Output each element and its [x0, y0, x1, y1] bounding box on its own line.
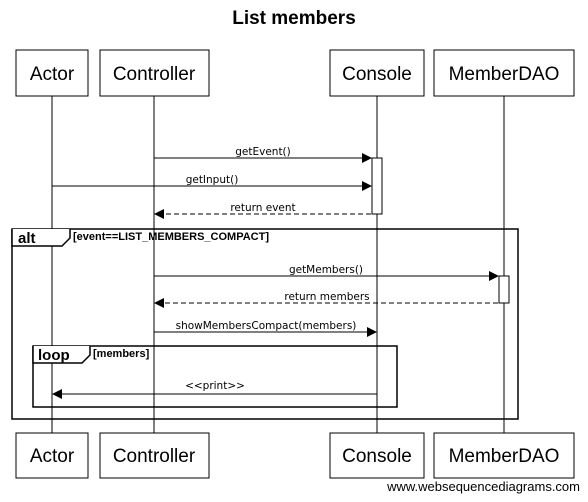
- diagram-title: List members: [232, 8, 356, 29]
- message-label: getMembers(): [289, 264, 363, 276]
- alt-frame-condition: [event==LIST_MEMBERS_COMPACT]: [73, 231, 269, 243]
- message-label: getInput(): [186, 174, 239, 186]
- message-show-members-compact: showMembersCompact(members): [154, 320, 377, 337]
- participant-console-bottom: Console: [329, 432, 425, 479]
- loop-frame-condition: [members]: [93, 348, 150, 360]
- participant-memberdao-top: MemberDAO: [433, 49, 575, 97]
- message-label: <<print>>: [185, 380, 245, 392]
- message-get-input: getInput(): [52, 174, 372, 191]
- participant-label: Actor: [30, 446, 75, 467]
- message-print: <<print>>: [52, 380, 377, 399]
- participant-label: MemberDAO: [449, 446, 560, 467]
- watermark-link[interactable]: www.websequencediagrams.com: [387, 479, 580, 494]
- participant-console-top: Console: [329, 49, 425, 97]
- participant-label: Console: [342, 446, 412, 467]
- message-return-event: return event: [154, 202, 371, 219]
- participant-label: MemberDAO: [449, 64, 560, 85]
- message-get-event: getEvent(): [154, 146, 372, 163]
- message-return-members: return members: [154, 291, 498, 308]
- message-label: return members: [284, 291, 369, 303]
- message-label: return event: [230, 202, 295, 214]
- participant-memberdao-bottom: MemberDAO: [433, 432, 575, 479]
- participant-label: Controller: [113, 64, 196, 85]
- participant-actor-top: Actor: [15, 49, 89, 97]
- alt-frame-tag: alt: [18, 230, 36, 247]
- participant-controller-top: Controller: [99, 49, 210, 97]
- participant-actor-bottom: Actor: [15, 432, 89, 479]
- activation-memberdao: [498, 275, 510, 304]
- loop-frame: loop [members]: [32, 345, 398, 408]
- participant-label: Actor: [30, 64, 75, 85]
- loop-frame-tag: loop: [38, 347, 70, 364]
- participant-label: Console: [342, 64, 412, 85]
- activation-console: [371, 157, 383, 215]
- alt-frame: alt [event==LIST_MEMBERS_COMPACT]: [11, 228, 519, 420]
- participant-controller-bottom: Controller: [99, 432, 210, 479]
- message-label: showMembersCompact(members): [176, 320, 357, 332]
- message-get-members: getMembers(): [154, 264, 499, 281]
- participant-label: Controller: [113, 446, 196, 467]
- message-label: getEvent(): [235, 146, 291, 158]
